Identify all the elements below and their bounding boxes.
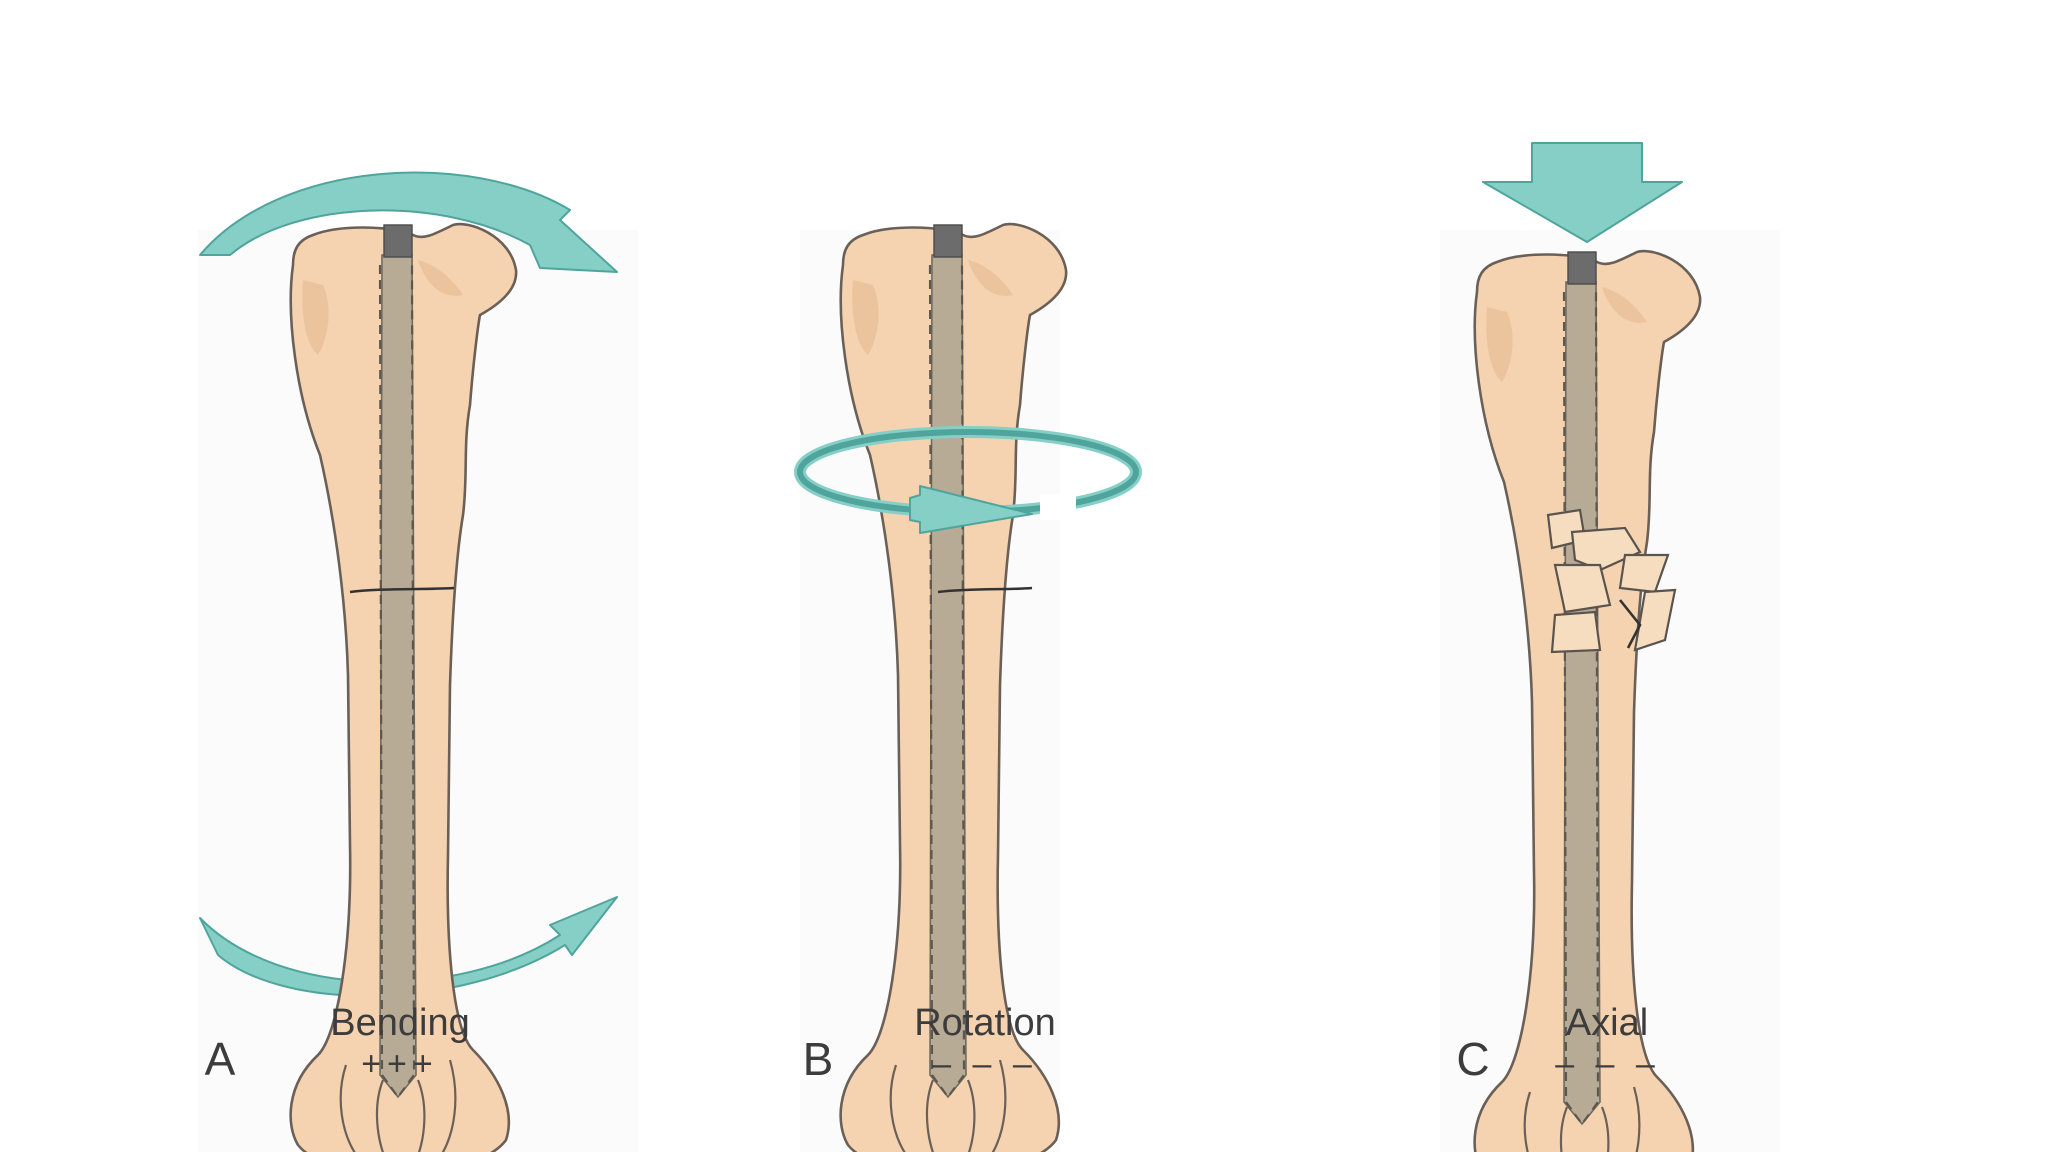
panel-letter-b: B: [803, 1033, 834, 1085]
load-type-c: Axial: [1566, 1002, 1648, 1044]
bending-arrow-bottom: [199, 896, 618, 997]
rotation-ring-gap: [1040, 494, 1076, 520]
stability-score-b: – – –: [932, 1045, 1038, 1083]
panel-c: Axial C – – –: [1456, 142, 1702, 1152]
bone-fragment: [1553, 563, 1612, 614]
load-type-a: Bending: [330, 1002, 469, 1044]
panel-b: Rotation B – – –: [794, 222, 1142, 1152]
panel-a: Bending A +++: [199, 171, 618, 1152]
bending-arrow-top: [199, 171, 618, 273]
comminuted-fracture: [1546, 508, 1677, 654]
load-type-b: Rotation: [914, 1002, 1056, 1044]
stability-score-a: +++: [361, 1045, 439, 1083]
fracture-edge: [1618, 599, 1642, 649]
bone-fragment: [1570, 526, 1642, 572]
fracture-line-a: [349, 586, 455, 594]
stability-score-c: – – –: [1555, 1045, 1661, 1083]
panel-letter-c: C: [1456, 1033, 1489, 1085]
fracture-line-b: [937, 586, 1033, 594]
bone-fragment: [1550, 610, 1602, 654]
rotation-arrow: [794, 426, 1142, 534]
panel-letter-a: A: [205, 1033, 236, 1085]
rotation-arrowhead: [909, 485, 1033, 534]
axial-arrow: [1482, 142, 1683, 243]
